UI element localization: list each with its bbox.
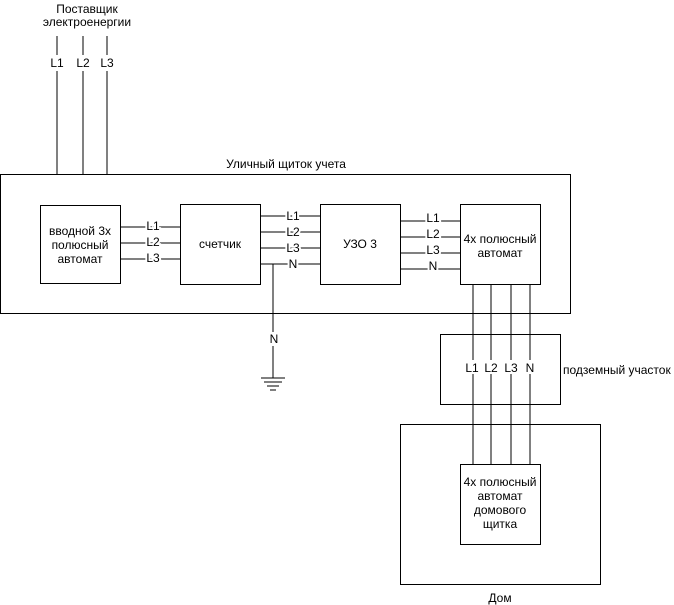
supplier-label-l2: L2 [76,56,90,70]
input-breaker-line2: полюсный [52,238,109,252]
underground-label-l1: L1 [465,361,479,375]
house-breaker-line3: домового [474,503,527,517]
rcd-breaker-label-l1: L1 [426,211,440,225]
underground-wires [472,285,531,464]
meter-rcd-label-l3: L3 [286,241,300,255]
rcd-box [320,204,401,285]
house-breaker-box [460,464,541,545]
supplier-label-line1: Поставщик [56,2,118,16]
breaker4-box [460,204,541,285]
house-breaker-line2: автомат [478,489,523,503]
meter-rcd-label-l2: L2 [286,225,300,239]
breaker-meter-label-l2: L2 [146,235,160,249]
ground-label-n: N [270,332,279,346]
input-breaker-line3: автомат [58,252,103,266]
supplier-label-l1: L1 [50,56,64,70]
meter-to-rcd-wires [261,215,320,265]
breaker-to-meter-wires [121,226,180,260]
underground-label-l3: L3 [504,361,518,375]
rcd-to-breaker-wires [401,220,460,270]
ground-icon [261,377,285,391]
underground-label-l2: L2 [484,361,498,375]
input-breaker-box [40,205,121,284]
underground-label-n: N [526,361,535,375]
underground-box [440,334,561,405]
breaker-meter-label-l3: L3 [146,251,160,265]
meter-box [180,204,261,285]
rcd-label: УЗО 3 [343,237,377,251]
breaker4-line2: автомат [478,246,523,260]
input-breaker-line1: вводной 3х [49,224,111,238]
underground-label: подземный участок [563,363,671,377]
breaker4-line1: 4х полюсный [464,232,537,246]
house-label: Дом [488,591,511,605]
meter-rcd-label-l1: L1 [286,209,300,223]
street-panel-title: Уличный щиток учета [226,157,346,171]
meter-rcd-label-n: N [289,257,298,271]
supplier-label-l3: L3 [100,56,114,70]
breaker-meter-label-l1: L1 [146,219,160,233]
rcd-breaker-label-n: N [429,259,438,273]
house-breaker-line4: щитка [483,517,518,531]
rcd-breaker-label-l2: L2 [426,227,440,241]
house-breaker-line1: 4х полюсный [464,475,537,489]
supplier-label-line2: электроенергии [43,15,131,29]
rcd-breaker-label-l3: L3 [426,243,440,257]
meter-label: счетчик [199,237,242,251]
